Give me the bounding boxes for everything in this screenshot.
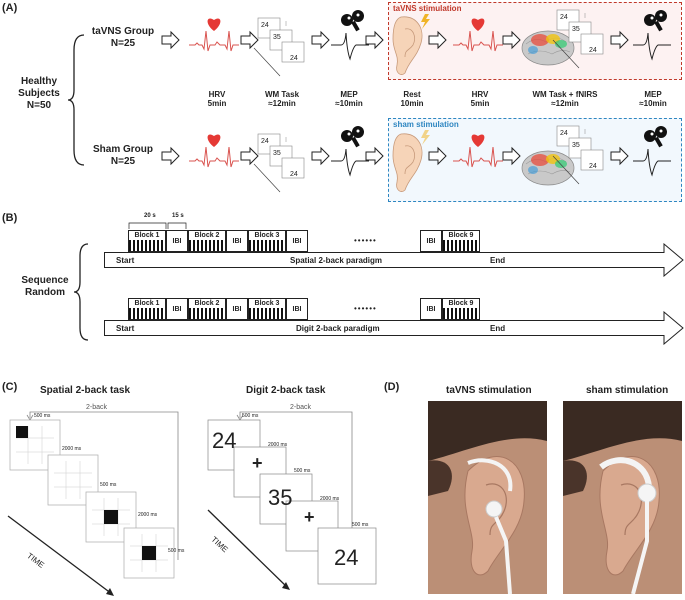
digit-stim-2: + — [252, 453, 263, 473]
sham-photo-title: sham stimulation — [586, 385, 669, 396]
digit-task-title: Digit 2-back task — [246, 385, 326, 396]
duration-brackets — [128, 222, 187, 229]
wm-digit: 24 — [290, 171, 298, 178]
spatial-paradigm-arrow — [104, 252, 664, 268]
spatial-500ms-3: 500 ms — [168, 548, 185, 554]
block-1: Block 1 — [128, 298, 166, 320]
ibi: IBI — [286, 230, 308, 252]
digit-2000ms-2: 2000 ms — [320, 496, 340, 502]
digit-500ms-1: 500 ms — [242, 413, 259, 419]
digit-500ms-2: 500 ms — [294, 468, 311, 474]
wm-digit: 24 — [560, 14, 568, 21]
digit-stim-3: 35 — [268, 485, 293, 510]
block-9: Block 9 — [442, 230, 480, 252]
start-label: Start — [116, 256, 135, 265]
digit-paradigm-arrow — [104, 320, 664, 336]
end-label: End — [490, 324, 506, 333]
block-2: Block 2 — [188, 230, 226, 252]
tavns-ear-photo — [428, 401, 547, 594]
wm-digit: 24 — [589, 163, 597, 170]
wm-digit: 24 — [290, 55, 298, 62]
sham-box-title: sham stimulation — [393, 120, 459, 129]
ibi: IBI — [226, 230, 248, 252]
ellipsis: •••••• — [354, 304, 377, 313]
tavns-box-title: taVNS stimulation — [393, 4, 462, 13]
spatial-task-title: Spatial 2-back task — [40, 385, 131, 396]
digit-stim-1: 24 — [212, 428, 237, 453]
digit-2000ms-1: 2000 ms — [268, 442, 288, 448]
sham-ear-photo — [563, 401, 682, 594]
block-3: Block 3 — [248, 230, 286, 252]
step-label-wm-task: WM Task≈12min — [264, 90, 300, 108]
wm-digit: 24 — [261, 138, 269, 145]
step-label-mep-2: MEP≈10min — [639, 90, 667, 108]
ibi: IBI — [166, 230, 188, 252]
duration-block: 20 s — [144, 213, 156, 219]
spatial-2000ms-2: 2000 ms — [138, 512, 158, 518]
arrow-head — [662, 243, 684, 277]
wm-digit: 35 — [273, 34, 281, 41]
arrow — [161, 31, 180, 49]
end-label: End — [490, 256, 506, 265]
wm-digit: 24 — [589, 47, 597, 54]
spatial-2000ms-1: 2000 ms — [62, 446, 82, 452]
digit-2back-label: 2-back — [290, 404, 312, 411]
ibi: IBI — [420, 298, 442, 320]
ellipsis: •••••• — [354, 236, 377, 245]
wm-digit: 35 — [572, 26, 580, 33]
panel-c-letter: (C) — [2, 381, 18, 393]
spatial-500ms-1: 500 ms — [34, 413, 51, 419]
arrow — [161, 147, 180, 165]
block-9: Block 9 — [442, 298, 480, 320]
arrow-head — [662, 311, 684, 345]
step-label-mep: MEP≈10min — [335, 90, 363, 108]
step-label-wm-fnirs: WM Task + fNIRS≈12min — [532, 90, 598, 108]
panel-b-letter: (B) — [2, 212, 18, 224]
spatial-2back-label: 2-back — [86, 404, 108, 411]
ibi: IBI — [226, 298, 248, 320]
panel-d-letter: (D) — [384, 381, 400, 393]
ibi: IBI — [286, 298, 308, 320]
panel-c-figure — [7, 411, 377, 596]
digit-stim-5: 24 — [334, 545, 359, 570]
ibi: IBI — [420, 230, 442, 252]
tavns-photo-title: taVNS stimulation — [446, 385, 532, 396]
spatial-500ms-2: 500 ms — [100, 482, 117, 488]
group-brace — [68, 34, 85, 166]
block-3: Block 3 — [248, 298, 286, 320]
digit-500ms-3: 500 ms — [352, 522, 369, 528]
digit-stim-4: + — [304, 507, 315, 527]
ibi: IBI — [166, 298, 188, 320]
sequence-brace — [73, 243, 89, 341]
duration-ibi: 15 s — [172, 213, 184, 219]
panel-a-letter: (A) — [2, 2, 18, 14]
wm-digit: 35 — [572, 142, 580, 149]
block-2: Block 2 — [188, 298, 226, 320]
start-label: Start — [116, 324, 135, 333]
block-1: Block 1 — [128, 230, 166, 252]
wm-digit: 35 — [273, 150, 281, 157]
wm-digit: 24 — [560, 130, 568, 137]
wm-digit: 24 — [261, 22, 269, 29]
spatial-paradigm-label: Spatial 2-back paradigm — [290, 256, 383, 265]
digit-paradigm-label: Digit 2-back paradigm — [296, 324, 380, 333]
